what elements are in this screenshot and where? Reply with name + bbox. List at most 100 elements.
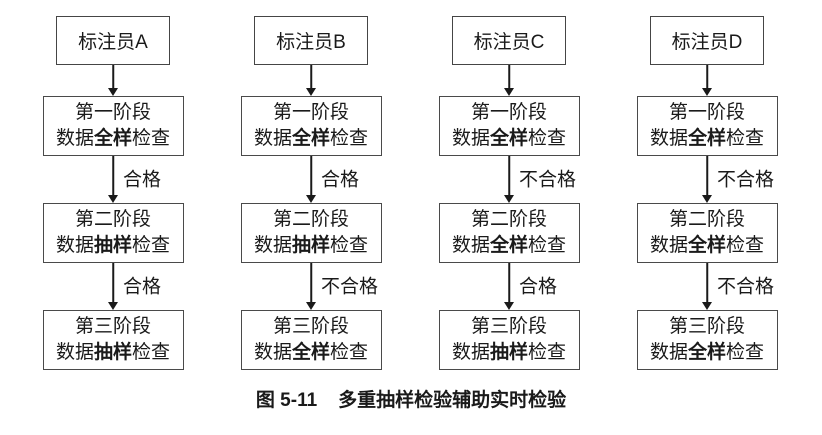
stage-box-1: 第一阶段 数据全样检查 (438, 96, 580, 156)
stage-title: 第二阶段 (668, 209, 745, 230)
check-method: 全样 (687, 128, 726, 149)
annotator-box: 标注员A (56, 16, 170, 65)
annotator-column-c: 标注员C 第一阶段 数据全样检查 不合格 第二阶段 数据全样检查 (410, 16, 608, 370)
stage-box-2: 第二阶段 数据抽样检查 (240, 203, 382, 263)
arrow-down (608, 65, 806, 96)
stage-box-1: 第一阶段 数据全样检查 (240, 96, 382, 156)
check-method: 全样 (489, 235, 528, 256)
arrowhead-icon (108, 302, 118, 310)
arrow-down (410, 65, 608, 96)
arrowhead-icon (702, 195, 712, 203)
stage-title: 第一阶段 (470, 102, 547, 123)
stage-box-2: 第二阶段 数据抽样检查 (42, 203, 184, 263)
stage-desc: 数据全样检查 (649, 235, 765, 256)
annotator-column-d: 标注员D 第一阶段 数据全样检查 不合格 第二阶段 数据全样检查 (608, 16, 806, 370)
annotator-label: 标注员B (276, 32, 346, 53)
annotator-label: 标注员D (671, 32, 743, 53)
annotator-label: 标注员A (78, 32, 148, 53)
arrow-line (310, 156, 312, 197)
arrow-down: 不合格 (608, 263, 806, 310)
arrow-down (212, 65, 410, 96)
stage-desc: 数据全样检查 (451, 128, 567, 149)
check-method: 抽样 (93, 235, 132, 256)
stage-box-3: 第三阶段 数据抽样检查 (438, 310, 580, 370)
annotator-column-a: 标注员A 第一阶段 数据全样检查 合格 第二阶段 数据抽样检查 (14, 16, 212, 370)
stage-title: 第二阶段 (74, 209, 151, 230)
annotator-box: 标注员C (452, 16, 566, 65)
arrow-down: 不合格 (212, 263, 410, 310)
annotator-box: 标注员D (650, 16, 764, 65)
check-method: 全样 (687, 342, 726, 363)
arrow-line (112, 156, 114, 197)
stage-desc: 数据抽样检查 (451, 342, 567, 363)
check-method: 全样 (489, 128, 528, 149)
figure-caption: 图 5-11 多重抽样检验辅助实时检验 (0, 385, 822, 412)
stage-box-1: 第一阶段 数据全样检查 (636, 96, 778, 156)
arrow-line (508, 263, 510, 304)
stage-desc: 数据抽样检查 (55, 342, 171, 363)
figure-number: 图 5-11 (255, 390, 318, 411)
arrowhead-icon (702, 88, 712, 96)
arrow-line (706, 156, 708, 197)
arrow-label: 不合格 (519, 168, 577, 190)
arrow-down: 不合格 (608, 156, 806, 203)
check-method: 抽样 (93, 342, 132, 363)
annotator-box: 标注员B (254, 16, 368, 65)
arrow-down: 合格 (212, 156, 410, 203)
arrowhead-icon (306, 88, 316, 96)
stage-desc: 数据全样检查 (649, 342, 765, 363)
arrowhead-icon (108, 195, 118, 203)
stage-box-3: 第三阶段 数据抽样检查 (42, 310, 184, 370)
stage-box-2: 第二阶段 数据全样检查 (636, 203, 778, 263)
arrow-line (310, 65, 312, 90)
check-method: 全样 (687, 235, 726, 256)
check-method: 抽样 (489, 342, 528, 363)
check-method: 全样 (291, 342, 330, 363)
arrowhead-icon (306, 195, 316, 203)
arrowhead-icon (702, 302, 712, 310)
arrow-down: 合格 (14, 263, 212, 310)
arrowhead-icon (504, 302, 514, 310)
arrow-down: 合格 (410, 263, 608, 310)
arrow-label: 不合格 (717, 275, 775, 297)
arrow-label: 合格 (123, 168, 162, 190)
stage-desc: 数据全样检查 (451, 235, 567, 256)
arrow-down (14, 65, 212, 96)
annotator-column-b: 标注员B 第一阶段 数据全样检查 合格 第二阶段 数据抽样检查 (212, 16, 410, 370)
check-method: 全样 (291, 128, 330, 149)
stage-title: 第三阶段 (74, 316, 151, 337)
stage-desc: 数据抽样检查 (55, 235, 171, 256)
arrow-down: 不合格 (410, 156, 608, 203)
arrow-line (310, 263, 312, 304)
arrow-line (706, 263, 708, 304)
stage-box-2: 第二阶段 数据全样检查 (438, 203, 580, 263)
arrow-label: 合格 (321, 168, 360, 190)
stage-box-1: 第一阶段 数据全样检查 (42, 96, 184, 156)
check-method: 抽样 (291, 235, 330, 256)
arrow-down: 合格 (14, 156, 212, 203)
figure-title: 多重抽样检验辅助实时检验 (338, 390, 567, 411)
stage-title: 第一阶段 (74, 102, 151, 123)
arrow-label: 合格 (519, 275, 558, 297)
stage-desc: 数据抽样检查 (253, 235, 369, 256)
arrowhead-icon (504, 88, 514, 96)
stage-desc: 数据全样检查 (253, 342, 369, 363)
arrow-label: 不合格 (321, 275, 379, 297)
stage-desc: 数据全样检查 (253, 128, 369, 149)
stage-title: 第一阶段 (668, 102, 745, 123)
stage-title: 第三阶段 (470, 316, 547, 337)
flowchart: 标注员A 第一阶段 数据全样检查 合格 第二阶段 数据抽样检查 (14, 16, 806, 370)
check-method: 全样 (93, 128, 132, 149)
stage-title: 第二阶段 (272, 209, 349, 230)
arrow-line (508, 156, 510, 197)
arrow-label: 合格 (123, 275, 162, 297)
arrow-line (112, 65, 114, 90)
arrow-line (508, 65, 510, 90)
stage-title: 第二阶段 (470, 209, 547, 230)
arrowhead-icon (108, 88, 118, 96)
stage-box-3: 第三阶段 数据全样检查 (240, 310, 382, 370)
stage-desc: 数据全样检查 (55, 128, 171, 149)
stage-title: 第一阶段 (272, 102, 349, 123)
stage-title: 第三阶段 (272, 316, 349, 337)
arrowhead-icon (306, 302, 316, 310)
